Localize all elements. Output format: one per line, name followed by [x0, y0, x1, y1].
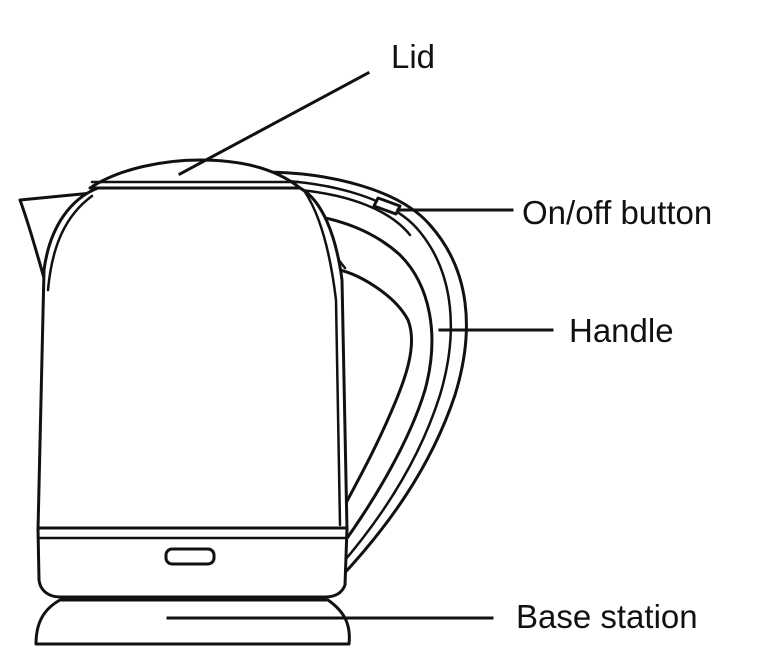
- on-off-button-label: On/off button: [522, 194, 713, 231]
- kettle-body: [36, 186, 349, 532]
- handle-label: Handle: [569, 312, 674, 349]
- lid-leader-line: [177, 70, 371, 177]
- base-station: [34, 598, 351, 646]
- lid-label: Lid: [391, 38, 436, 75]
- handle: [260, 170, 468, 580]
- on-off-button-shape: [372, 196, 402, 216]
- lid: [88, 158, 302, 190]
- base-station-label: Base station: [516, 598, 698, 635]
- indicator-slot: [164, 547, 216, 566]
